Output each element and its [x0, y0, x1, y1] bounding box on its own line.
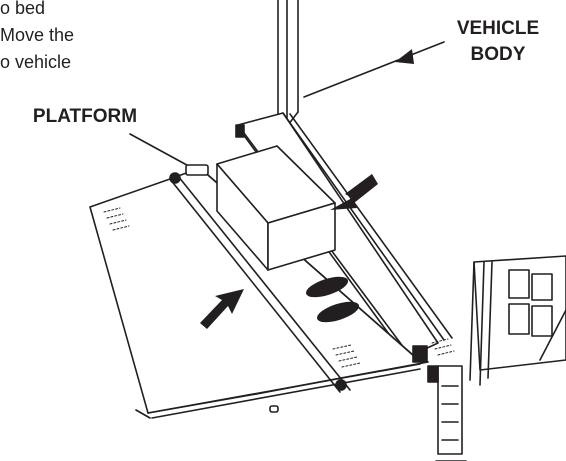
platform-surface: [89, 167, 429, 419]
tread-pattern-icon: [103, 207, 455, 368]
vehicle-body-label-line-1: VEHICLE: [456, 18, 540, 39]
instruction-text-line-1: o bed: [0, 0, 46, 18]
footprints-icon: [305, 276, 360, 323]
vehicle-door: [469, 255, 566, 386]
arrow-icon: [200, 174, 378, 329]
platform-label: PLATFORM: [32, 106, 138, 127]
hinge-brackets: [169, 164, 428, 413]
vehicle-body-leader: [303, 41, 445, 98]
instruction-text-line-3: o vehicle: [0, 52, 72, 72]
vehicle-body-label-line-2: BODY: [470, 44, 526, 65]
instruction-text-line-2: Move the: [0, 25, 75, 45]
cargo-box: [216, 145, 336, 271]
lift-column: [427, 365, 467, 461]
platform-leader: [129, 133, 197, 171]
